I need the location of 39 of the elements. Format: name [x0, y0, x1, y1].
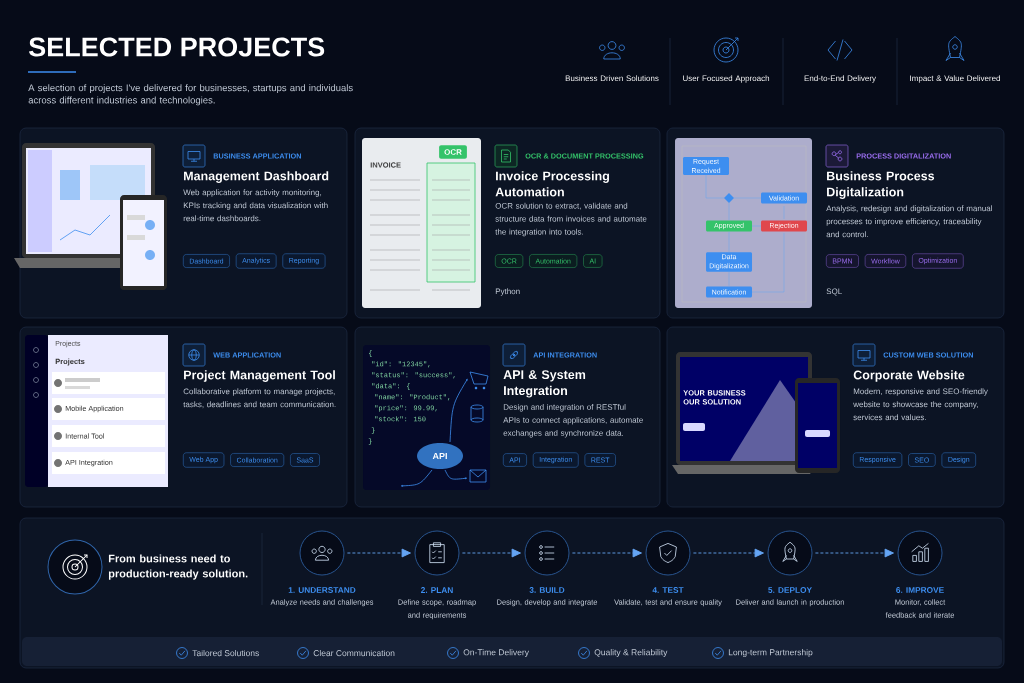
arrow	[692, 548, 764, 558]
card-title: API & System Integration	[503, 370, 586, 398]
feature-label: End-to-End Delivery	[804, 75, 876, 83]
benefit-label: Quality & Reliability	[594, 649, 668, 657]
card-title: Project Management Tool	[184, 370, 335, 382]
step-heading: 4. TEST	[652, 587, 684, 593]
subtitle: A selection of projects I've delivered for businesses, startups and individuals across different industries and technologies.	[28, 84, 353, 106]
tech-label: Python	[495, 288, 520, 296]
benefit-label: Tailored Solutions	[192, 649, 259, 657]
step-heading: 5. DEPLOY	[768, 587, 812, 593]
feature-label: Impact & Value Delivered	[910, 75, 1000, 83]
ocr-badge: OCR	[439, 145, 467, 159]
feature-label: Business Driven Solutions	[565, 75, 659, 82]
card-description: OCR solution to extract, validate and structure data from invoices and automate the integration into tools.	[495, 202, 647, 237]
api-cloud: API	[417, 443, 463, 469]
step-heading: 3. BUILD	[529, 587, 565, 593]
slogan: From business need to production-ready solution.	[108, 554, 248, 580]
feature-label: User Focused Approach	[683, 75, 770, 83]
card-description: Web application for activity monitoring, KPIs tracking and data visualization with real-time dashboards.	[183, 189, 328, 222]
benefit-label: Clear Communication	[313, 649, 395, 657]
step-heading: 6. IMPROVE	[896, 587, 944, 593]
card-title: Management Dashboard	[184, 171, 329, 183]
card-title: Business Process Digitalization	[827, 171, 935, 199]
card-title: Corporate Website	[853, 370, 965, 382]
arrow	[346, 548, 411, 558]
card-description: Design and integration of RESTful APIs to connect applications, automate exchanges and synchronize data.	[503, 404, 643, 438]
card-description: Analysis, redesign and digitalization of manual processes to improve efficiency, traceability and control.	[826, 205, 992, 238]
card-description: Collaborative platform to manage projects, tasks, deadlines and team communication.	[183, 388, 336, 409]
step-heading: 1. UNDERSTAND	[288, 587, 356, 593]
benefit-label: Long-term Partnership	[728, 649, 813, 657]
tech-label: SQL	[826, 288, 842, 296]
arrow	[571, 548, 642, 558]
step-heading: 2. PLAN	[421, 587, 453, 593]
benefit-label: On-Time Delivery	[463, 649, 529, 657]
page-title: SELECTED PROJECTS	[29, 37, 325, 57]
card-title: Invoice Processing Automation	[495, 171, 609, 197]
card-description: Modern, responsive and SEO-friendly website to showcase the company, services and values.	[853, 388, 988, 421]
arrow	[461, 548, 521, 558]
arrow	[814, 548, 894, 558]
